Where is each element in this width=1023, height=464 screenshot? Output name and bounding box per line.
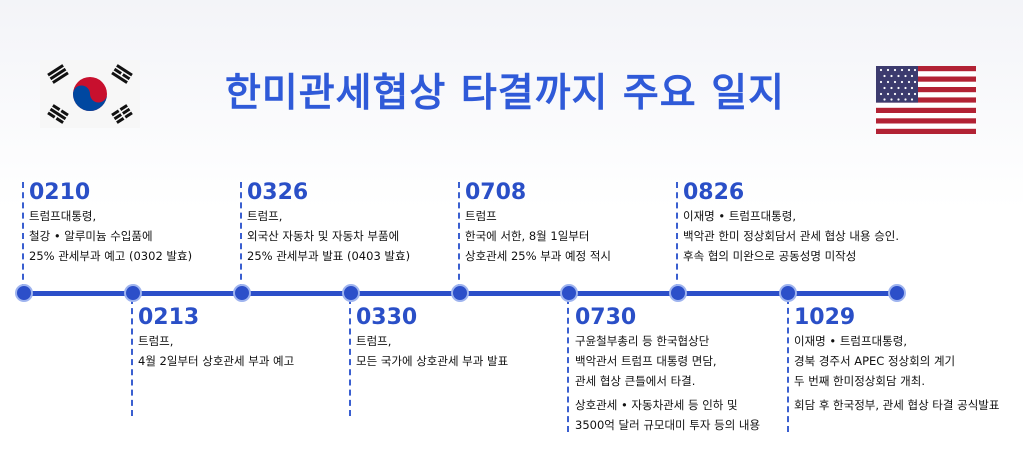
event-date: 0210 <box>29 180 91 205</box>
event-text: 경북 경주서 APEC 정상회의 계기 <box>794 354 956 368</box>
event-text: 두 번째 한미정상회담 개최. <box>794 374 926 388</box>
event-text: 외국산 자동차 및 자동차 부품에 <box>247 229 400 243</box>
connector-line-0330 <box>349 298 351 416</box>
event-text: 25% 관세부과 예고 (0302 발효) <box>29 249 193 263</box>
connector-line-0826 <box>676 182 678 290</box>
connector-line-0210 <box>22 182 24 290</box>
event-text: 후속 협의 미완으로 공동성명 미작성 <box>683 249 857 263</box>
event-text: 트럼프, <box>138 334 174 348</box>
event-date: 0330 <box>356 305 418 330</box>
event-date: 0826 <box>683 180 745 205</box>
event-0708: 0708 트럼프 한국에 서한, 8월 1일부터 상호관세 25% 부과 예정 … <box>465 180 611 266</box>
timeline-dot-0326 <box>233 284 251 302</box>
event-text: 회담 후 한국정부, 관세 협상 타결 공식발표 <box>794 398 1000 412</box>
event-0210: 0210 트럼프대통령, 철강 • 알루미늄 수입품에 25% 관세부과 예고 … <box>29 180 192 266</box>
connector-line-0213 <box>131 298 133 416</box>
timeline-dot-end <box>888 284 906 302</box>
connector-line-1029 <box>787 298 789 432</box>
event-text: 이재명 • 트럼프대통령, <box>794 334 907 348</box>
event-text: 트럼프 <box>465 209 497 223</box>
timeline-dot-0330 <box>342 284 360 302</box>
timeline-dot-0210 <box>15 284 33 302</box>
event-date: 0708 <box>465 180 527 205</box>
connector-line-0326 <box>240 182 242 290</box>
event-text: 4월 2일부터 상호관세 부과 예고 <box>138 354 295 368</box>
event-text: 한국에 서한, 8월 1일부터 <box>465 229 590 243</box>
event-text: 백악관서 트럼프 대통령 면담, <box>575 354 717 368</box>
event-text: 25% 관세부과 발표 (0403 발효) <box>247 249 411 263</box>
event-date: 0213 <box>138 305 200 330</box>
event-1029: 1029 이재명 • 트럼프대통령, 경북 경주서 APEC 정상회의 계기 두… <box>794 305 999 415</box>
event-text: 상호관세 25% 부과 예정 적시 <box>465 249 611 263</box>
event-0826: 0826 이재명 • 트럼프대통령, 백악관 한미 정상회담서 관세 협상 내용… <box>683 180 899 266</box>
event-0730: 0730 구윤철부총리 등 한국협상단 백악관서 트럼프 대통령 면담, 관세 … <box>575 305 760 435</box>
event-text: 구윤철부총리 등 한국협상단 <box>575 334 710 348</box>
event-date: 0730 <box>575 305 637 330</box>
event-0326: 0326 트럼프, 외국산 자동차 및 자동차 부품에 25% 관세부과 발표 … <box>247 180 410 266</box>
korea-flag-icon <box>40 60 140 128</box>
event-date: 1029 <box>794 305 856 330</box>
event-text: 백악관 한미 정상회담서 관세 협상 내용 승인. <box>683 229 900 243</box>
timeline-dot-0708 <box>451 284 469 302</box>
timeline-dot-1029 <box>779 284 797 302</box>
event-text: 트럼프대통령, <box>29 209 97 223</box>
connector-line-0730 <box>567 298 569 432</box>
event-text: 3500억 달러 규모대미 투자 등의 내용 <box>575 418 761 432</box>
page-title: 한미관세협상 타결까지 주요 일지 <box>224 71 786 116</box>
event-text: 상호관세 • 자동차관세 등 인하 및 <box>575 398 738 412</box>
timeline-dot-0213 <box>124 284 142 302</box>
event-0330: 0330 트럼프, 모든 국가에 상호관세 부과 발표 <box>356 305 508 371</box>
event-text: 모든 국가에 상호관세 부과 발표 <box>356 354 509 368</box>
event-text: 이재명 • 트럼프대통령, <box>683 209 796 223</box>
event-text: 트럼프, <box>247 209 283 223</box>
event-date: 0326 <box>247 180 309 205</box>
usa-flag-icon <box>876 66 976 134</box>
timeline-dot-0730 <box>560 284 578 302</box>
event-text: 관세 협상 큰틀에서 타결. <box>575 374 696 388</box>
event-text: 철강 • 알루미늄 수입품에 <box>29 229 153 243</box>
timeline-dot-0826 <box>669 284 687 302</box>
event-text: 트럼프, <box>356 334 392 348</box>
event-0213: 0213 트럼프, 4월 2일부터 상호관세 부과 예고 <box>138 305 294 371</box>
connector-line-0708 <box>458 182 460 290</box>
